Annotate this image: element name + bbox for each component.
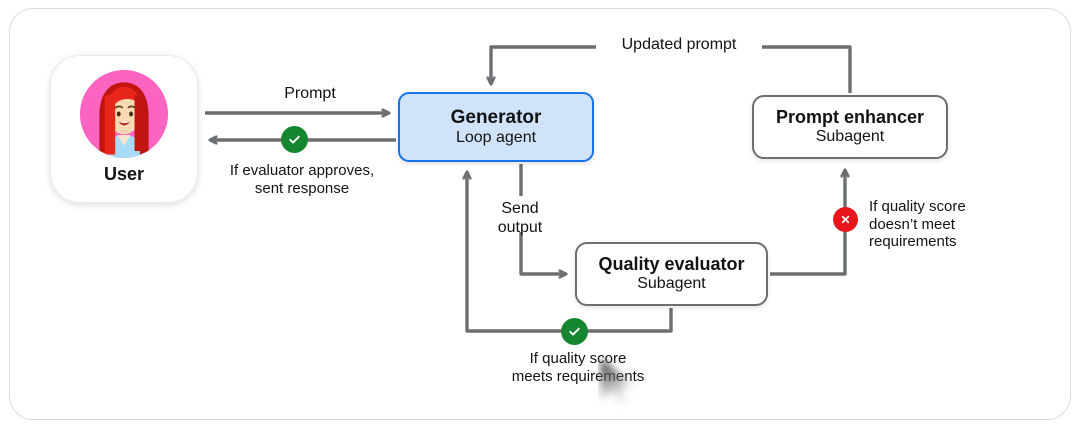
edge-label-quality-fail: If quality score doesn’t meet requiremen…	[869, 198, 966, 251]
node-quality-evaluator-title: Quality evaluator	[598, 254, 745, 275]
edge-label-approve: If evaluator approves, sent response	[229, 162, 375, 197]
x-circle-icon	[833, 207, 858, 232]
node-quality-evaluator[interactable]: Quality evaluator Subagent	[575, 242, 768, 306]
edge-label-quality-pass: If quality score meets requirements	[511, 350, 645, 385]
node-prompt-enhancer-title: Prompt enhancer	[775, 107, 925, 128]
node-quality-evaluator-subtitle: Subagent	[637, 275, 706, 293]
node-generator[interactable]: Generator Loop agent	[398, 92, 594, 162]
user-avatar-woman-icon	[80, 70, 168, 158]
node-prompt-enhancer[interactable]: Prompt enhancer Subagent	[752, 95, 948, 159]
node-generator-title: Generator	[450, 106, 542, 128]
edge-label-updated-prompt: Updated prompt	[596, 36, 762, 55]
node-user[interactable]: User	[50, 55, 198, 203]
edge-label-prompt: Prompt	[284, 85, 336, 102]
node-generator-subtitle: Loop agent	[455, 128, 537, 146]
node-prompt-enhancer-subtitle: Subagent	[815, 128, 885, 146]
node-user-title: User	[103, 164, 145, 184]
edge-label-send-output: Send output	[497, 200, 543, 236]
check-circle-icon	[281, 126, 308, 153]
check-circle-icon	[561, 318, 588, 345]
